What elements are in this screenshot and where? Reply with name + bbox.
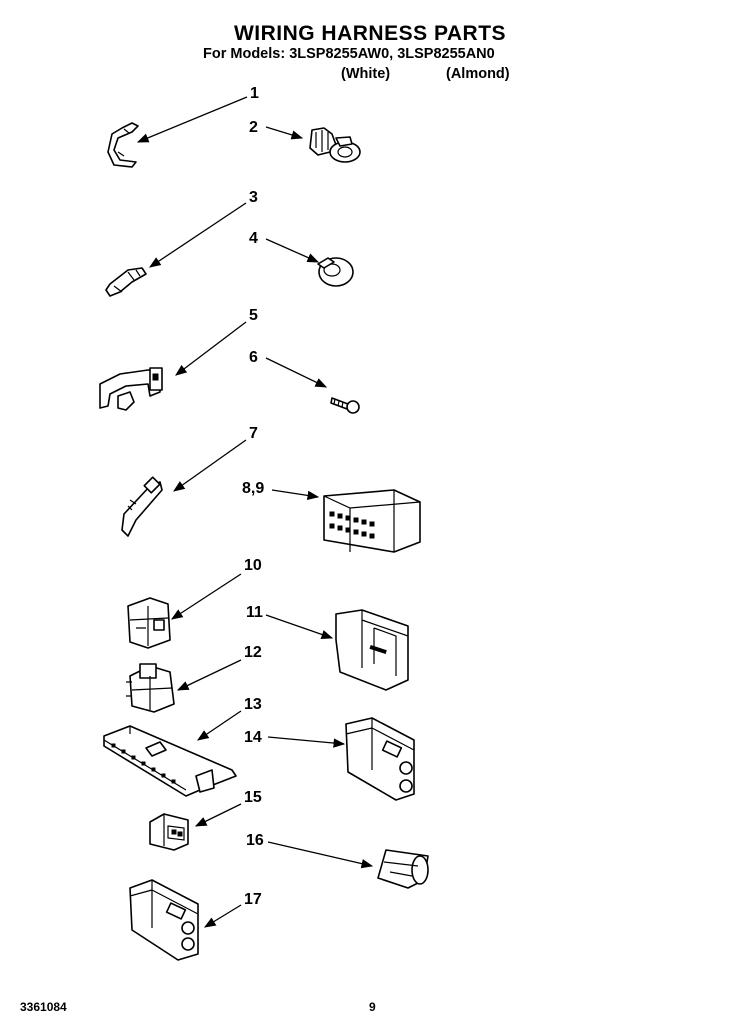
part-6-screw (330, 397, 360, 414)
part-3-clip (105, 267, 147, 297)
callout-15: 15 (244, 789, 262, 806)
variant-almond: (Almond) (446, 66, 510, 82)
callout-12: 12 (244, 644, 262, 661)
part-13-connector-strip (103, 725, 237, 797)
callout-10: 10 (244, 557, 262, 574)
callout-14: 14 (244, 729, 262, 746)
part-8-9-multipin-connector (323, 489, 421, 553)
page-number: 9 (369, 1000, 376, 1014)
part-7-strain-relief (121, 476, 163, 537)
callout-6: 6 (249, 349, 258, 366)
part-15-small-plug (149, 813, 189, 851)
callout-3: 3 (249, 189, 258, 206)
part-17-connector-housing (129, 879, 199, 961)
callout-16: 16 (246, 832, 264, 849)
callout-2: 2 (249, 119, 258, 136)
callout-11: 11 (246, 604, 263, 621)
callout-17: 17 (244, 891, 262, 908)
part-10-terminal-block (127, 597, 171, 649)
part-16-sleeve (377, 849, 429, 889)
leader-lines (136, 96, 374, 928)
callout-8-9: 8,9 (242, 480, 264, 497)
part-1-cable-clip (107, 122, 139, 168)
part-2-wire-clamp (309, 127, 361, 163)
part-4-grommet (317, 257, 354, 287)
variant-white: (White) (341, 66, 391, 82)
models-line: For Models: 3LSP8255AW0, 3LSP8255AN0 (203, 46, 495, 62)
document-number: 3361084 (20, 1000, 67, 1014)
callout-1: 1 (250, 85, 259, 102)
part-14-connector-housing (345, 717, 415, 801)
part-5-large-clamp (99, 367, 163, 411)
callout-7: 7 (249, 425, 258, 442)
callout-13: 13 (244, 696, 262, 713)
callout-5: 5 (249, 307, 258, 324)
page-title: WIRING HARNESS PARTS (233, 22, 507, 45)
callout-4: 4 (249, 230, 258, 247)
part-12-terminal-block (126, 663, 175, 713)
part-11-housing-connector (335, 609, 409, 691)
